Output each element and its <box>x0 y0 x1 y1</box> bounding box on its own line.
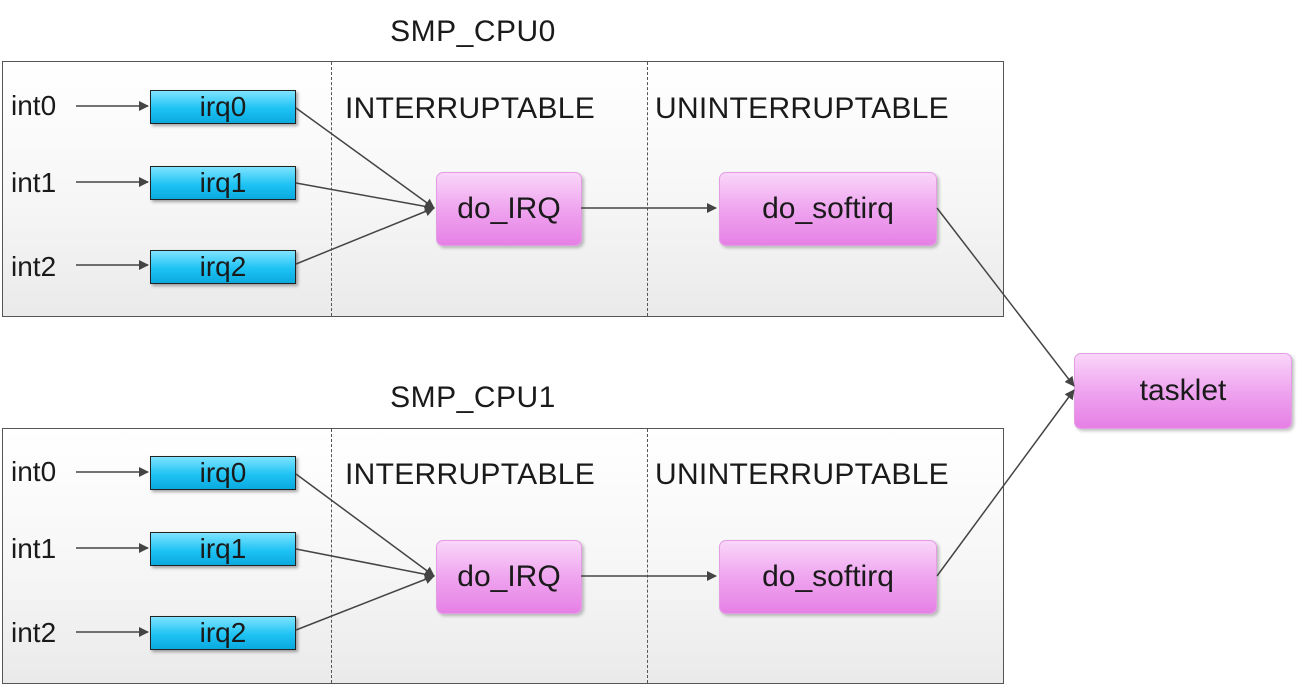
cpu1-zone-uninterruptable: UNINTERRUPTABLE <box>655 458 949 491</box>
cpu1-do-softirq-box: do_softirq <box>719 540 937 614</box>
cpu1-divider-left <box>331 429 332 683</box>
cpu1-irq2-box: irq2 <box>150 616 296 650</box>
cpu1-title: SMP_CPU1 <box>390 381 556 414</box>
cpu0-irq2-box: irq2 <box>150 250 296 284</box>
cpu0-int0-label: int0 <box>11 90 57 121</box>
cpu0-title: SMP_CPU0 <box>390 15 556 48</box>
cpu1-int1-label: int1 <box>11 533 57 564</box>
cpu0-int1-label: int1 <box>11 167 57 198</box>
cpu1-do-irq-box: do_IRQ <box>436 540 582 614</box>
cpu0-zone-uninterruptable: UNINTERRUPTABLE <box>655 92 949 125</box>
cpu0-int2-label: int2 <box>11 251 57 282</box>
cpu1-panel: INTERRUPTABLE UNINTERRUPTABLE int0 int1 … <box>2 428 1004 684</box>
cpu1-zone-interruptable: INTERRUPTABLE <box>345 458 596 491</box>
cpu0-panel: INTERRUPTABLE UNINTERRUPTABLE int0 int1 … <box>2 61 1004 317</box>
cpu1-int2-label: int2 <box>11 617 57 648</box>
cpu0-divider-right <box>647 62 648 316</box>
cpu0-do-irq-box: do_IRQ <box>436 172 582 246</box>
cpu1-irq1-box: irq1 <box>150 532 296 566</box>
cpu0-zone-interruptable: INTERRUPTABLE <box>345 92 596 125</box>
tasklet-box: tasklet <box>1074 353 1292 429</box>
cpu1-int0-label: int0 <box>11 456 57 487</box>
cpu0-irq0-box: irq0 <box>150 90 296 124</box>
cpu1-irq0-box: irq0 <box>150 456 296 490</box>
cpu1-divider-right <box>647 429 648 683</box>
cpu0-do-softirq-box: do_softirq <box>719 172 937 246</box>
cpu0-irq1-box: irq1 <box>150 166 296 200</box>
cpu0-divider-left <box>331 62 332 316</box>
